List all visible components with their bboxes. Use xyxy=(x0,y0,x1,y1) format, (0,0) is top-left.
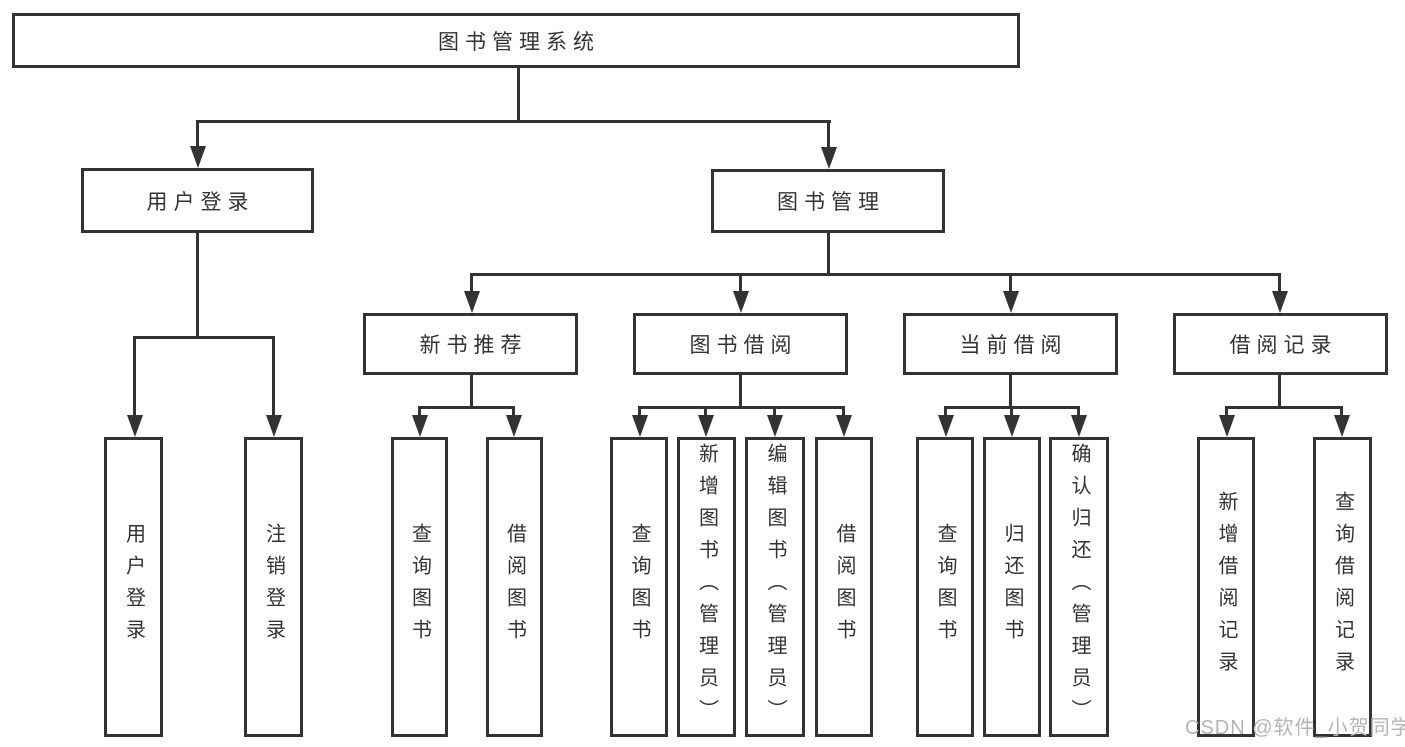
arrow-to-new-book-recommend xyxy=(463,273,480,313)
node-label: 借阅记录 xyxy=(1229,334,1338,357)
arrow-to-add-borrow-record xyxy=(1218,406,1235,437)
node-label: 图书借阅 xyxy=(689,334,798,357)
leaf-label: 注销登录 xyxy=(262,523,285,651)
arrow-to-leaf-user-login xyxy=(126,336,143,437)
arrow-to-borrowing-records xyxy=(1271,273,1288,313)
arrow-to-current-borrowing xyxy=(1002,273,1019,313)
node-label: 当前借阅 xyxy=(959,334,1068,357)
connector-new-book-recommend-bar xyxy=(418,406,515,409)
leaf-label: 查询图书 xyxy=(408,523,431,651)
leaf-label: 借阅图书 xyxy=(503,523,526,651)
leaf-add-borrow-record: 新增借阅记录 xyxy=(1197,437,1255,737)
leaf-query-borrow-record: 查询借阅记录 xyxy=(1313,437,1372,737)
connector-new-book-recommend-stem xyxy=(470,375,473,406)
leaf-query-books-1: 查询图书 xyxy=(391,437,448,737)
arrow-to-borrow-books-1 xyxy=(505,406,522,437)
arrow-to-book-borrowing xyxy=(732,273,749,313)
node-book-management: 图书管理 xyxy=(711,169,945,233)
arrow-to-book-management xyxy=(820,120,837,169)
node-new-book-recommend: 新书推荐 xyxy=(363,313,578,375)
leaf-label: 新增借阅记录 xyxy=(1215,491,1237,683)
leaf-query-books-2: 查询图书 xyxy=(610,437,668,737)
connector-book-borrowing-stem xyxy=(739,375,742,406)
leaf-label: 归还图书 xyxy=(1001,523,1023,651)
leaf-label: 查询图书 xyxy=(934,523,956,651)
arrow-to-edit-book-admin xyxy=(766,406,783,437)
connector-user-login-stem xyxy=(196,233,199,336)
leaf-return-book: 归还图书 xyxy=(983,437,1041,737)
connector-borrowing-records-bar xyxy=(1225,406,1343,409)
connector-borrowing-records-stem xyxy=(1278,375,1281,406)
node-label: 用户登录 xyxy=(146,190,255,214)
node-user-login: 用户登录 xyxy=(81,168,314,233)
node-borrowing-records: 借阅记录 xyxy=(1173,313,1388,375)
connector-book-management-bar xyxy=(470,273,1281,276)
arrow-to-query-books-2 xyxy=(631,406,648,437)
leaf-user-login: 用户登录 xyxy=(104,437,163,737)
leaf-logout: 注销登录 xyxy=(244,437,303,737)
node-book-borrowing: 图书借阅 xyxy=(633,313,848,375)
leaf-label: 用户登录 xyxy=(122,523,145,651)
leaf-edit-book-admin: 编辑图书（管理员） xyxy=(745,437,805,737)
csdn-watermark: CSDN @软件_小贺同学 xyxy=(1185,717,1405,739)
leaf-label: 编辑图书（管理员） xyxy=(764,443,786,731)
arrow-to-query-books-1 xyxy=(411,406,428,437)
leaf-label: 查询借阅记录 xyxy=(1331,491,1354,683)
arrow-to-confirm-return-admin xyxy=(1070,406,1087,437)
leaf-label: 确认归还（管理员） xyxy=(1068,443,1090,731)
arrow-to-query-borrow-record xyxy=(1333,406,1350,437)
arrow-to-borrow-books-2 xyxy=(835,406,852,437)
connector-book-management-stem xyxy=(827,233,830,273)
connector-current-borrowing-stem xyxy=(1009,375,1012,406)
node-current-borrowing: 当前借阅 xyxy=(903,313,1118,375)
leaf-borrow-books-2: 借阅图书 xyxy=(815,437,873,737)
node-label: 新书推荐 xyxy=(419,334,528,357)
arrow-to-add-book-admin xyxy=(697,406,714,437)
connector-root-stem xyxy=(517,68,520,120)
arrow-to-return-book xyxy=(1003,406,1020,437)
node-library-system: 图书管理系统 xyxy=(12,13,1020,68)
arrow-to-leaf-logout xyxy=(265,336,282,437)
connector-user-login-bar xyxy=(133,336,275,339)
connector-book-borrowing-bar xyxy=(638,406,845,409)
leaf-label: 借阅图书 xyxy=(833,523,855,651)
node-label: 图书管理 xyxy=(777,191,885,214)
leaf-add-book-admin: 新增图书（管理员） xyxy=(677,437,736,737)
arrow-to-user-login xyxy=(189,120,206,168)
node-label: 图书管理系统 xyxy=(438,30,600,54)
leaf-label: 查询图书 xyxy=(628,523,650,651)
connector-root-bar xyxy=(196,120,831,123)
leaf-query-books-3: 查询图书 xyxy=(916,437,974,737)
leaf-label: 新增图书（管理员） xyxy=(695,443,718,731)
leaf-confirm-return-admin: 确认归还（管理员） xyxy=(1049,437,1109,737)
arrow-to-query-books-3 xyxy=(937,406,954,437)
leaf-borrow-books-1: 借阅图书 xyxy=(486,437,543,737)
